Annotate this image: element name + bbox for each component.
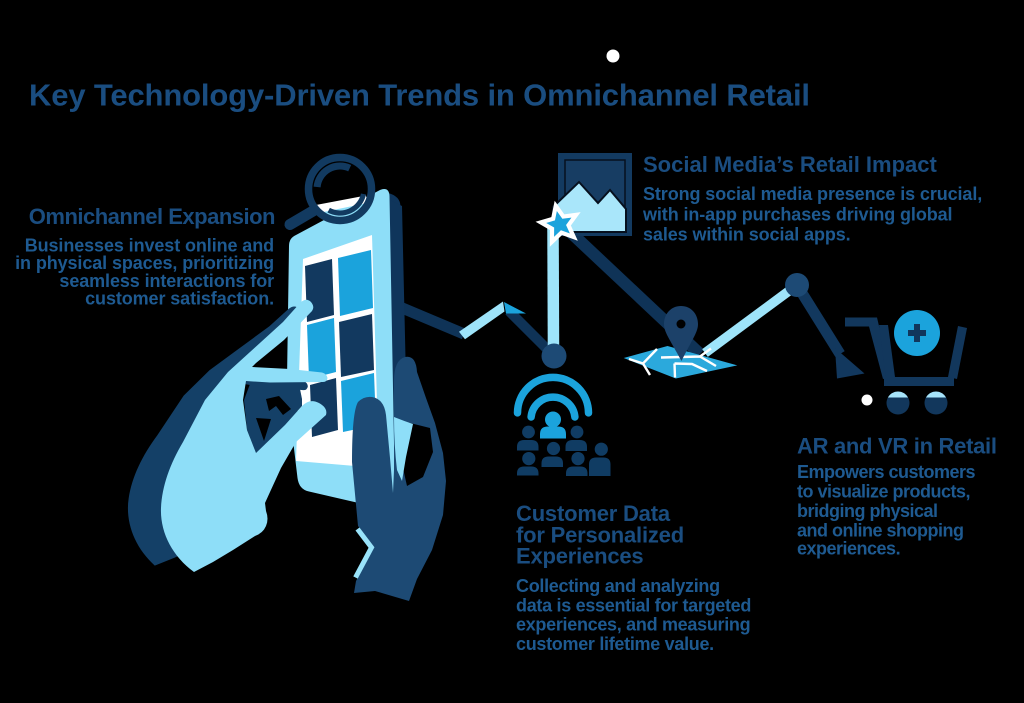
- svg-text:Strong social media presence i: Strong social media presence is crucial,: [643, 184, 982, 204]
- svg-text:with in-app purchases driving: with in-app purchases driving global: [642, 204, 952, 224]
- svg-text:seamless interactions for: seamless interactions for: [59, 271, 274, 291]
- svg-text:customer lifetime value.: customer lifetime value.: [516, 634, 714, 654]
- svg-text:in physical spaces, prioritizi: in physical spaces, prioritizing: [15, 253, 274, 273]
- svg-text:Businesses invest online and: Businesses invest online and: [25, 235, 274, 255]
- svg-text:Key Technology-Driven Trends i: Key Technology-Driven Trends in Omnichan…: [29, 78, 810, 113]
- svg-text:Experiences: Experiences: [516, 544, 643, 569]
- svg-text:Social Media’s Retail Impact: Social Media’s Retail Impact: [643, 152, 938, 177]
- svg-text:data is essential for targeted: data is essential for targeted: [516, 595, 751, 615]
- svg-text:and online shopping: and online shopping: [797, 520, 963, 540]
- svg-text:experiences.: experiences.: [797, 539, 900, 559]
- svg-text:Customer Data: Customer Data: [516, 501, 671, 526]
- svg-text:to visualize products,: to visualize products,: [797, 482, 970, 502]
- svg-text:experiences, and measuring: experiences, and measuring: [516, 615, 750, 635]
- svg-text:Empowers customers: Empowers customers: [797, 462, 976, 482]
- svg-text:AR and VR in Retail: AR and VR in Retail: [797, 434, 997, 459]
- svg-text:Omnichannel Expansion: Omnichannel Expansion: [29, 204, 275, 229]
- svg-text:sales within social apps.: sales within social apps.: [643, 225, 851, 245]
- svg-text:for Personalized: for Personalized: [516, 523, 684, 548]
- svg-text:Collecting and analyzing: Collecting and analyzing: [516, 576, 720, 596]
- svg-text:bridging physical: bridging physical: [797, 501, 938, 521]
- svg-text:customer satisfaction.: customer satisfaction.: [85, 288, 274, 308]
